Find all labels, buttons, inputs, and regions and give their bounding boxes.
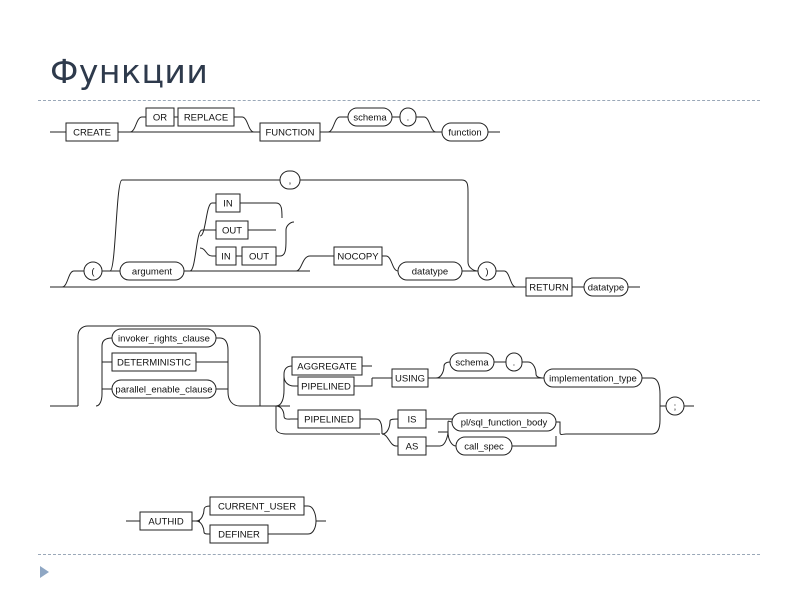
text-return-datatype: datatype bbox=[588, 283, 624, 294]
text-out2: OUT bbox=[249, 252, 269, 263]
node-rparen: ) bbox=[477, 261, 497, 281]
node-deterministic: DETERMINISTIC bbox=[111, 352, 197, 372]
text-rparen: ) bbox=[485, 267, 488, 278]
row-arguments bbox=[50, 179, 640, 288]
text-dot2: . bbox=[513, 358, 516, 369]
text-definer: DEFINER bbox=[218, 530, 260, 541]
text-function-kw: FUNCTION bbox=[265, 128, 314, 139]
node-out2: OUT bbox=[241, 246, 277, 266]
text-schema: schema bbox=[353, 113, 387, 124]
text-function-name: function bbox=[448, 128, 481, 139]
text-lparen: ( bbox=[91, 267, 95, 278]
row-authid bbox=[126, 505, 326, 535]
node-out: OUT bbox=[215, 220, 249, 240]
node-pipelined2: PIPELINED bbox=[297, 409, 361, 429]
text-semicolon: ; bbox=[674, 402, 677, 413]
text-using: USING bbox=[395, 374, 425, 385]
text-as: AS bbox=[406, 442, 419, 453]
text-in: IN bbox=[223, 199, 233, 210]
node-parallel-enable-clause: parallel_enable_clause bbox=[111, 379, 217, 399]
text-authid: AUTHID bbox=[148, 517, 184, 528]
node-in2: IN bbox=[215, 246, 237, 266]
text-comma: , bbox=[289, 176, 292, 187]
row-create bbox=[50, 116, 500, 133]
node-is: IS bbox=[397, 409, 427, 429]
node-invoker-rights-clause: invoker_rights_clause bbox=[111, 328, 217, 348]
text-create: CREATE bbox=[73, 128, 111, 139]
node-lparen: ( bbox=[83, 261, 103, 281]
text-call-spec: call_spec bbox=[464, 442, 504, 453]
node-schema2: schema bbox=[449, 352, 495, 372]
text-aggregate: AGGREGATE bbox=[297, 362, 356, 373]
text-schema2: schema bbox=[455, 358, 489, 369]
node-using: USING bbox=[391, 368, 429, 388]
node-function-kw: FUNCTION bbox=[259, 122, 321, 142]
node-call-spec: call_spec bbox=[455, 436, 513, 456]
node-return-datatype: datatype bbox=[583, 277, 629, 297]
bullet-triangle-icon bbox=[40, 566, 49, 578]
node-argument: argument bbox=[119, 261, 185, 281]
node-datatype: datatype bbox=[397, 261, 463, 281]
node-dot: . bbox=[399, 107, 417, 127]
text-return: RETURN bbox=[529, 283, 569, 294]
text-implementation-type: implementation_type bbox=[549, 374, 637, 385]
text-pipelined2: PIPELINED bbox=[304, 415, 354, 426]
text-invoker-rights-clause: invoker_rights_clause bbox=[118, 334, 210, 345]
text-deterministic: DETERMINISTIC bbox=[117, 358, 191, 369]
node-aggregate: AGGREGATE bbox=[291, 356, 363, 376]
text-parallel-enable-clause: parallel_enable_clause bbox=[115, 385, 212, 396]
node-current-user: CURRENT_USER bbox=[209, 496, 305, 516]
node-dot2: . bbox=[505, 352, 523, 372]
title-divider bbox=[38, 100, 760, 101]
text-plsql-function-body: pl/sql_function_body bbox=[461, 418, 548, 429]
node-schema: schema bbox=[347, 107, 393, 127]
text-datatype: datatype bbox=[412, 267, 448, 278]
node-replace: REPLACE bbox=[177, 107, 235, 127]
text-replace: REPLACE bbox=[184, 113, 228, 124]
node-implementation-type: implementation_type bbox=[543, 368, 643, 388]
node-comma: , bbox=[279, 170, 301, 190]
node-authid: AUTHID bbox=[139, 511, 193, 531]
text-current-user: CURRENT_USER bbox=[218, 502, 296, 513]
text-nocopy: NOCOPY bbox=[337, 252, 379, 263]
text-in2: IN bbox=[221, 252, 231, 263]
node-as: AS bbox=[397, 436, 427, 456]
node-nocopy: NOCOPY bbox=[333, 246, 383, 266]
node-function-name: function bbox=[441, 122, 489, 142]
text-is: IS bbox=[408, 415, 417, 426]
text-argument: argument bbox=[132, 267, 172, 278]
row-clauses bbox=[50, 325, 694, 447]
text-dot: . bbox=[407, 113, 410, 124]
node-semicolon: ; bbox=[665, 396, 685, 416]
node-return: RETURN bbox=[525, 277, 573, 297]
node-definer: DEFINER bbox=[209, 524, 269, 544]
node-pipelined: PIPELINED bbox=[297, 376, 355, 396]
text-or: OR bbox=[153, 113, 167, 124]
text-pipelined: PIPELINED bbox=[301, 382, 351, 393]
node-create: CREATE bbox=[65, 122, 119, 142]
text-out: OUT bbox=[222, 226, 242, 237]
node-in: IN bbox=[215, 193, 241, 213]
slide-title: Функции bbox=[50, 52, 209, 91]
node-or: OR bbox=[145, 107, 175, 127]
node-plsql-function-body: pl/sql_function_body bbox=[451, 412, 557, 432]
footer-divider bbox=[38, 554, 760, 555]
